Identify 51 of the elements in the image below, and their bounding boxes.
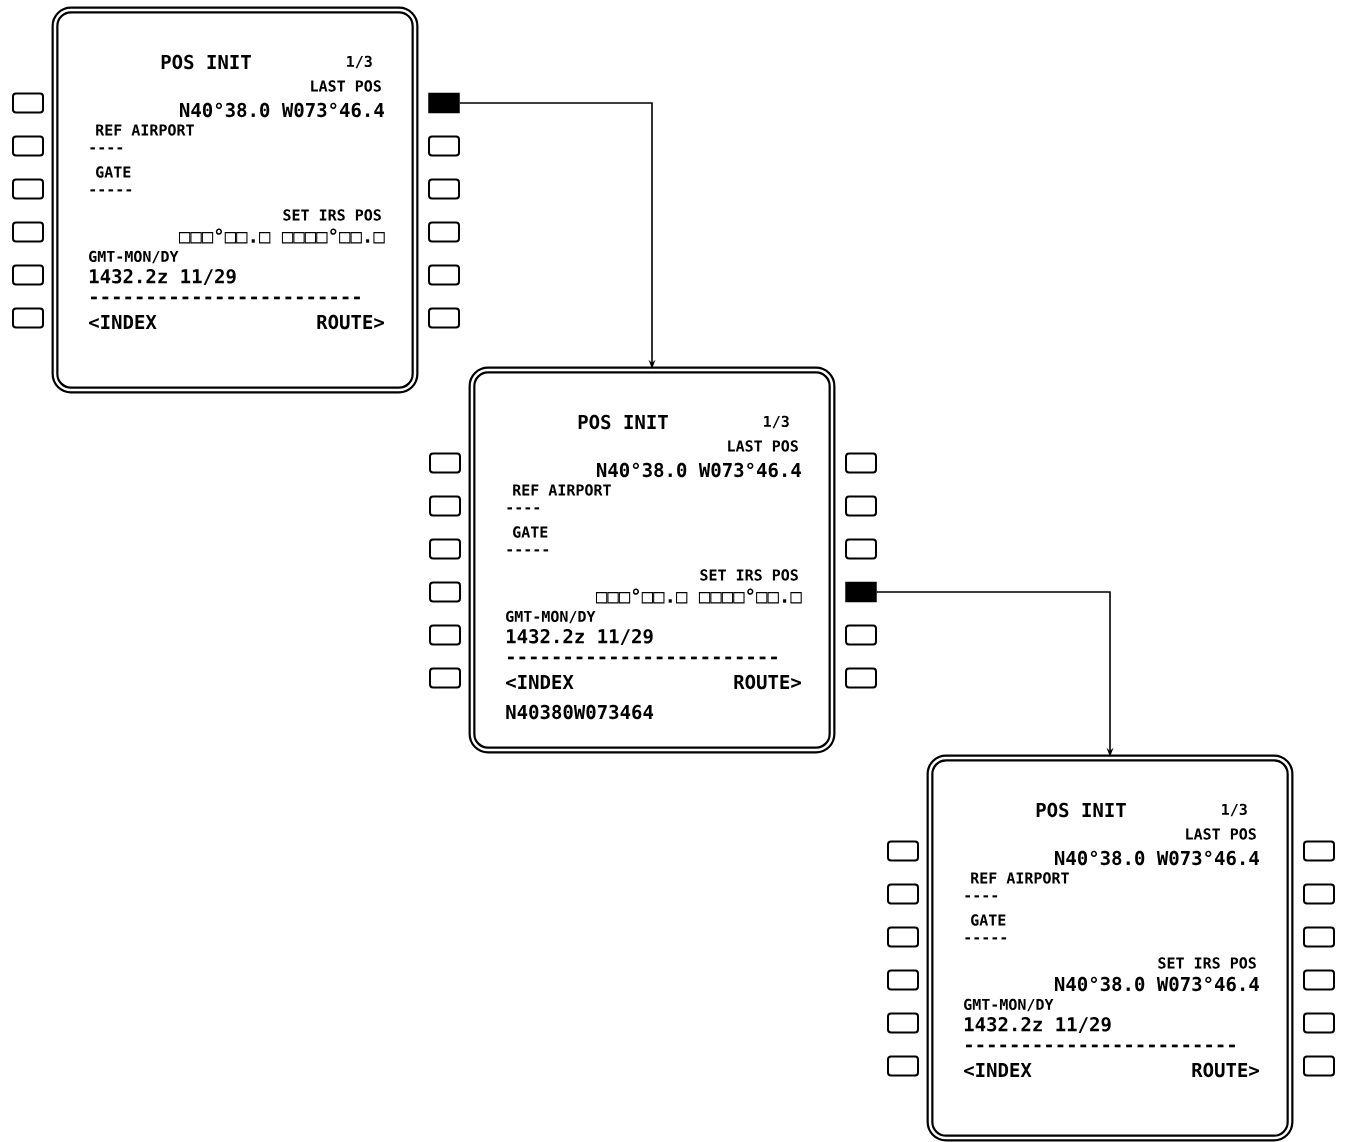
field-value: N40°38.0 W073°46.4 — [180, 102, 384, 118]
field-value: ---- — [507, 507, 540, 510]
field-value: ---- — [90, 147, 123, 150]
field-value: 1432.2z 11/29 — [506, 629, 653, 645]
field-label: LAST POS — [728, 440, 798, 452]
prompt-text: <INDEX — [506, 675, 574, 689]
page-number: 1/3 — [347, 55, 372, 69]
dashed-divider: ------------------------ — [508, 656, 777, 660]
field-label: SET IRS POS — [1158, 957, 1256, 969]
field-value: □□□°□□.□ □□□□°□□.□ — [595, 588, 802, 604]
field-label: GATE — [971, 914, 1006, 926]
prompt-text: ROUTE> — [317, 314, 384, 330]
field-label: REF AIRPORT — [513, 484, 611, 496]
prompt-text: ROUTE> — [1192, 1062, 1259, 1078]
prompt-text: ROUTE> — [734, 674, 801, 690]
field-label: GMT-MON/DY — [964, 998, 1054, 1012]
field-value: ---- — [965, 895, 998, 898]
scratchpad-text: N40380W073464 — [506, 704, 654, 720]
screen-title: POS INIT — [1036, 802, 1126, 818]
dashed-divider: ------------------------ — [91, 296, 360, 300]
field-value: ----- — [507, 549, 549, 552]
field-value: 1432.2z 11/29 — [964, 1017, 1111, 1033]
dashed-divider: ------------------------ — [966, 1044, 1235, 1048]
line-select-key — [845, 581, 877, 603]
field-label: GATE — [513, 526, 548, 538]
field-value: 1432.2z 11/29 — [89, 269, 236, 285]
field-value: ----- — [90, 189, 132, 192]
field-label: REF AIRPORT — [971, 872, 1069, 884]
field-value: N40°38.0 W073°46.4 — [597, 462, 801, 478]
page-number: 1/3 — [764, 415, 789, 429]
field-value: □□□°□□.□ □□□□°□□.□ — [178, 228, 385, 244]
field-value: N40°38.0 W073°46.4 — [1055, 850, 1259, 866]
field-value: N40°38.0 W073°46.4 — [1055, 976, 1259, 992]
page-number: 1/3 — [1222, 803, 1247, 817]
field-label: GATE — [96, 166, 131, 178]
field-label: LAST POS — [311, 80, 381, 92]
field-label: SET IRS POS — [700, 569, 798, 581]
screen-title: POS INIT — [161, 54, 251, 70]
prompt-text: <INDEX — [89, 315, 157, 329]
screen-title: POS INIT — [578, 414, 668, 430]
line-select-key — [428, 92, 460, 114]
display-screen — [51, 6, 419, 394]
field-value: ----- — [965, 937, 1007, 940]
display-screen — [468, 366, 836, 754]
field-label: GMT-MON/DY — [89, 250, 179, 264]
prompt-text: <INDEX — [964, 1063, 1032, 1077]
display-screen — [926, 754, 1294, 1142]
field-label: LAST POS — [1186, 828, 1256, 840]
field-label: SET IRS POS — [283, 209, 381, 221]
field-label: GMT-MON/DY — [506, 610, 596, 624]
field-label: REF AIRPORT — [96, 124, 194, 136]
